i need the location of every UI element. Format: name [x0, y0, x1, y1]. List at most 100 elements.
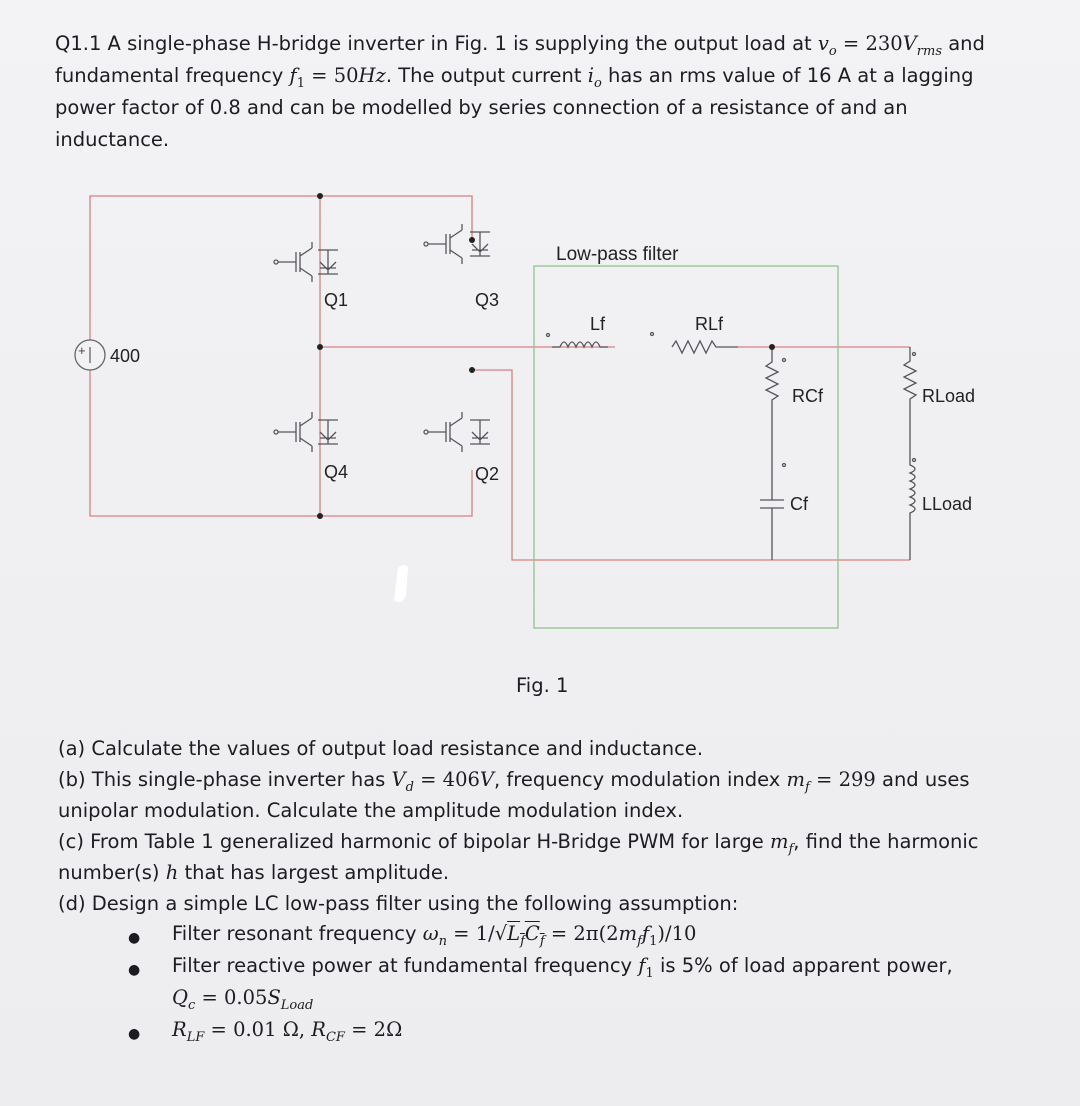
- question-c-line1: (c) From Table 1 generalized harmonic of…: [58, 826, 1048, 857]
- math-sub: rms: [916, 43, 943, 59]
- question-text: , frequency modulation index: [493, 768, 787, 791]
- bullet-2-line1: Filter reactive power at fundamental fre…: [172, 954, 953, 981]
- switch-q3: [423, 224, 490, 264]
- bullet-text: is 5% of load apparent power,: [653, 954, 953, 977]
- math-io: i: [587, 64, 595, 87]
- switch-q4: [273, 412, 338, 452]
- math-sub: 1: [296, 75, 305, 91]
- intro-text: Q1.1 A single-phase H-bridge inverter in…: [55, 32, 818, 55]
- label-q4: Q4: [324, 462, 348, 482]
- label-lload: LLoad: [922, 494, 972, 514]
- question-c-line2: number(s) h that has largest amplitude.: [58, 857, 1048, 888]
- math-eq: = 0.05: [195, 986, 268, 1009]
- intro-line-2: fundamental frequency f1 = 50Hz. The out…: [55, 60, 1040, 92]
- wire-top-rail: [89, 195, 473, 342]
- resistor-rlf: [649, 331, 738, 355]
- question-text: (c) From Table 1 generalized harmonic of…: [58, 830, 770, 853]
- intro-line-1: Q1.1 A single-phase H-bridge inverter in…: [55, 28, 1040, 60]
- questions: (a) Calculate the values of output load …: [58, 733, 1048, 919]
- switch-q2: [423, 412, 490, 452]
- glare-spot: [394, 565, 408, 603]
- math-sub: f: [637, 933, 642, 949]
- label-q2: Q2: [475, 464, 499, 484]
- math-eq: )/10: [657, 922, 697, 945]
- math-eq: = 230: [836, 32, 903, 55]
- bullet-1: Filter resonant frequency ωn = 1/√LfCf =…: [172, 922, 696, 949]
- math-Hz: Hz: [358, 64, 386, 87]
- dc-source: + 400: [74, 339, 140, 371]
- wire-mid-b: [472, 369, 910, 561]
- bullet-text: Filter reactive power at fundamental fre…: [172, 954, 639, 977]
- math-V: V: [479, 768, 494, 791]
- math-sub: CF: [325, 1029, 345, 1045]
- math-S: S: [267, 986, 281, 1009]
- bullet-3: RLF = 0.01 Ω, RCF = 2Ω: [172, 1018, 402, 1045]
- capacitor-cf: [760, 414, 784, 560]
- math-m: m: [618, 922, 638, 945]
- filter-box: [533, 265, 839, 629]
- math-eq: = 299: [809, 768, 876, 791]
- math-h: h: [165, 861, 179, 884]
- junction-dots: [317, 193, 775, 519]
- math-eq: = 406: [413, 768, 480, 791]
- math-sub: f: [805, 779, 810, 795]
- question-text: , find the harmonic: [793, 830, 979, 853]
- math-wn: ω: [422, 922, 439, 945]
- math-sub: Load: [280, 997, 314, 1013]
- math-sub: f: [788, 841, 794, 857]
- intro-text: and: [942, 32, 985, 55]
- math-C: C: [524, 922, 540, 945]
- resistor-rcf: [764, 350, 787, 468]
- math-sub: 1: [649, 933, 658, 949]
- math-eq: = 1/: [446, 922, 495, 945]
- label-q1: Q1: [324, 290, 348, 310]
- math-mf: m: [786, 768, 806, 791]
- label-lf: Lf: [590, 314, 606, 334]
- question-text: number(s): [58, 861, 166, 884]
- label-rcf: RCf: [792, 386, 824, 406]
- math-sub: f: [520, 933, 525, 949]
- math-R: R: [172, 1018, 187, 1041]
- problem-intro: Q1.1 A single-phase H-bridge inverter in…: [55, 28, 1040, 156]
- math-eq: = 2π(2: [544, 922, 619, 945]
- question-text: that has largest amplitude.: [178, 861, 450, 884]
- question-d: (d) Design a simple LC low-pass filter u…: [58, 892, 739, 915]
- math-sqrt: √: [494, 922, 508, 945]
- question-b-line2: unipolar modulation. Calculate the ampli…: [58, 799, 684, 822]
- math-Vd: V: [391, 768, 406, 791]
- math-sub: f: [539, 933, 545, 949]
- math-eq: = 0.01 Ω,: [204, 1018, 312, 1041]
- math-sub: 1: [645, 965, 654, 981]
- intro-line-4: inductance.: [55, 128, 170, 151]
- bullet-dot: ●: [128, 1026, 141, 1042]
- math-sub: n: [438, 933, 447, 949]
- math-V: V: [902, 32, 917, 55]
- source-plus-sign: +: [78, 343, 86, 358]
- math-vo: v: [817, 32, 829, 55]
- label-cf: Cf: [790, 494, 809, 514]
- intro-text: has an rms value of 16 A at a lagging: [601, 64, 974, 87]
- source-voltage-label: 400: [110, 346, 140, 366]
- math-f1: f: [289, 64, 297, 87]
- math-f: f: [638, 954, 646, 977]
- inductor-lf: [545, 332, 608, 349]
- label-q3: Q3: [475, 290, 499, 310]
- math-sub: d: [405, 779, 414, 795]
- red-wires: [89, 195, 910, 561]
- math-sub: LF: [186, 1029, 205, 1045]
- question-a: (a) Calculate the values of output load …: [58, 737, 704, 760]
- figure-caption: Fig. 1: [516, 674, 569, 697]
- math-radicand: LfCf: [507, 922, 545, 949]
- circuit-diagram: + 400 Q1 Q3 Q4 Q2 Low-pass filter Lf RLf…: [74, 193, 975, 629]
- math-eq: = 50: [304, 64, 359, 87]
- math-Q: Q: [172, 986, 188, 1009]
- math-R: R: [311, 1018, 326, 1041]
- bullet-dot: ●: [128, 962, 141, 978]
- math-sub: o: [828, 43, 837, 59]
- bullet-2-line2: Qc = 0.05SLoad: [172, 986, 313, 1013]
- resistor-rload: [902, 347, 918, 463]
- switch-q1: [273, 242, 338, 282]
- question-text: and uses: [875, 768, 970, 791]
- math-sub: c: [188, 997, 196, 1013]
- bullet-text: Filter resonant frequency: [172, 922, 423, 945]
